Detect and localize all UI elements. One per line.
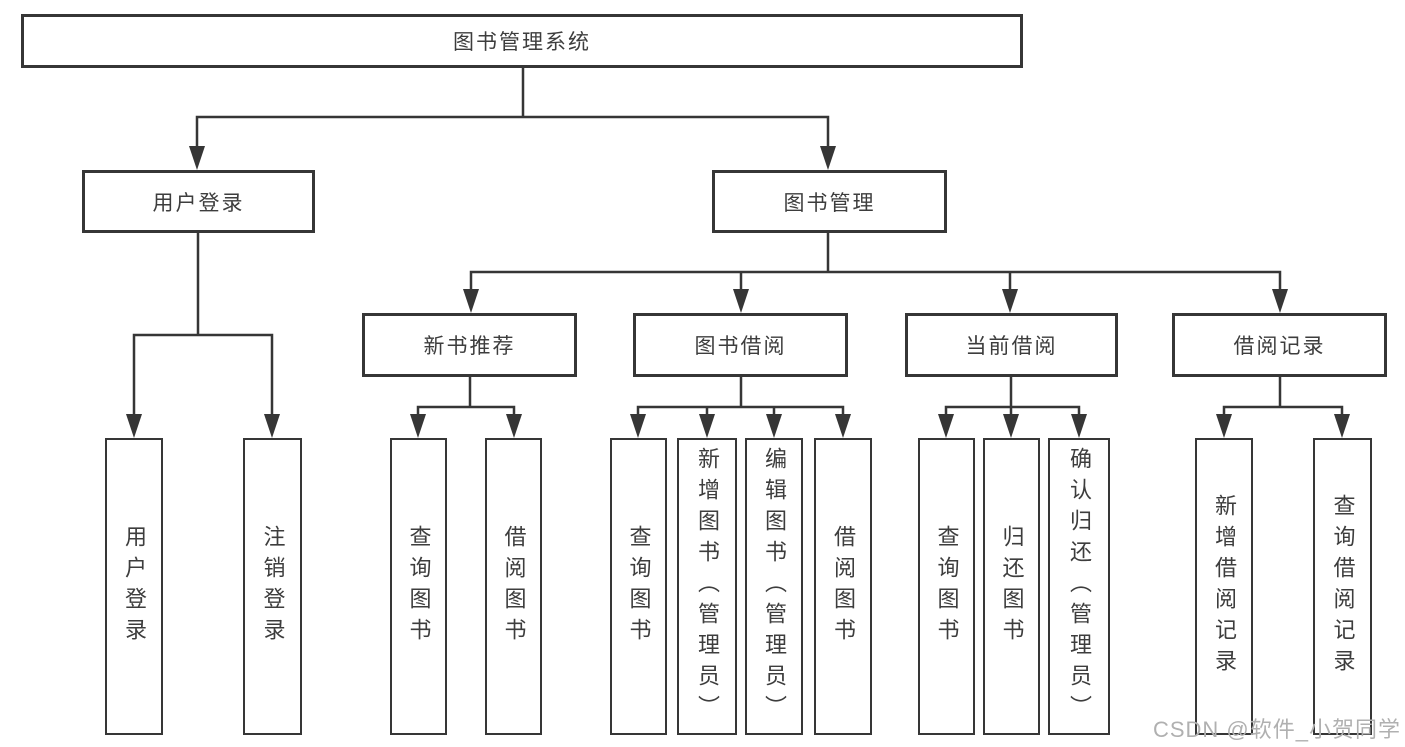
arrow-down-icon [733,289,749,313]
arrow-down-icon [410,414,426,438]
arrow-down-icon [1002,289,1018,313]
arrow-down-icon [264,414,280,438]
arrow-down-icon [463,289,479,313]
arrow-down-icon [835,414,851,438]
node-borrowing-records: 借阅记录 [1172,313,1387,377]
leaf-label: 用户登录 [122,524,147,649]
arrow-down-icon [938,414,954,438]
watermark: CSDN @软件_小贺同学 [1152,717,1401,742]
arrow-down-icon [1272,289,1288,313]
connector-path [132,68,1344,418]
leaf-return-book: 归还图书 [983,438,1040,735]
leaf-user-login: 用户登录 [105,438,163,735]
arrow-down-icon [1334,414,1350,438]
leaf-confirm-return-admin: 确认归还（管理员） [1048,438,1110,735]
node-book-management: 图书管理 [712,170,947,233]
leaf-label: 归还图书 [999,524,1025,649]
leaf-label: 查询借阅记录 [1330,493,1356,680]
leaf-label: 注销登录 [260,524,286,649]
leaf-label: 新增图书（管理员） [695,447,720,726]
node-library-management-system: 图书管理系统 [21,14,1023,68]
leaf-query-borrow-record: 查询借阅记录 [1313,438,1372,735]
leaf-query-books-current: 查询图书 [918,438,975,735]
leaf-borrow-books-recommend: 借阅图书 [485,438,542,735]
leaf-label: 借阅图书 [501,524,527,649]
leaf-logout: 注销登录 [243,438,302,735]
leaf-label: 借阅图书 [831,524,856,649]
leaf-borrow-books: 借阅图书 [814,438,872,735]
leaf-label: 编辑图书（管理员） [762,447,787,726]
arrow-down-icon [506,414,522,438]
arrow-down-icon [766,414,782,438]
node-book-borrowing: 图书借阅 [633,313,848,377]
leaf-query-books-recommend: 查询图书 [390,438,447,735]
leaf-edit-book-admin: 编辑图书（管理员） [745,438,803,735]
arrow-down-icon [189,146,205,170]
arrow-down-icon [1071,414,1087,438]
leaf-label: 查询图书 [406,524,432,649]
node-current-borrowing: 当前借阅 [905,313,1118,377]
arrow-down-icon [1216,414,1232,438]
arrow-down-icon [820,146,836,170]
arrow-down-icon [699,414,715,438]
arrow-down-icon [126,414,142,438]
leaf-add-borrow-record: 新增借阅记录 [1195,438,1253,735]
leaf-query-books-borrow: 查询图书 [610,438,667,735]
leaf-label: 查询图书 [626,524,652,649]
leaf-label: 查询图书 [934,524,960,649]
leaf-add-book-admin: 新增图书（管理员） [677,438,737,735]
leaf-label: 新增借阅记录 [1212,493,1237,680]
node-user-login: 用户登录 [82,170,315,233]
arrow-down-icon [630,414,646,438]
leaf-label: 确认归还（管理员） [1067,447,1092,726]
arrow-down-icon [1003,414,1019,438]
node-new-book-recommendation: 新书推荐 [362,313,577,377]
